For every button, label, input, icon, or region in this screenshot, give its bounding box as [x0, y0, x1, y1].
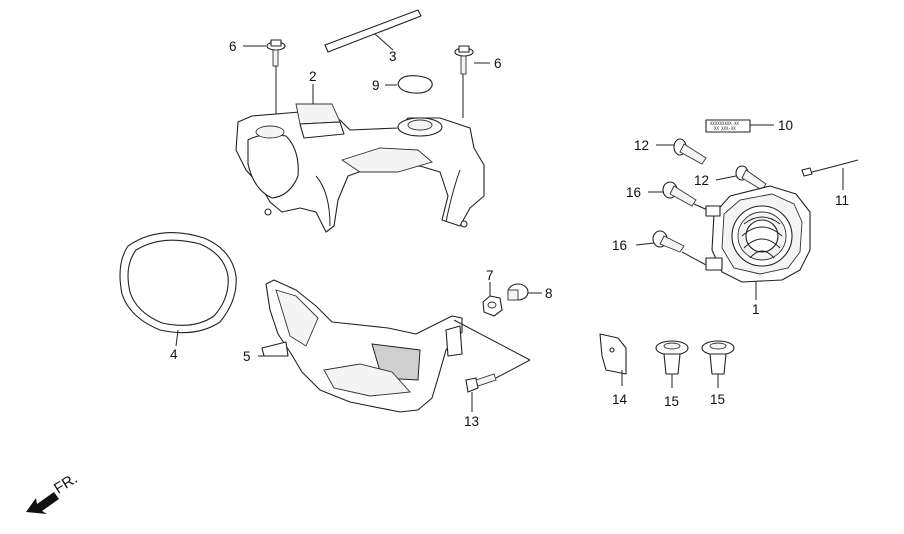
- front-arrow-icon: [26, 492, 59, 514]
- callout-16-bottom: 16: [612, 238, 627, 253]
- part-3-strip: [324, 9, 422, 53]
- part-12-screw-mid: [715, 165, 767, 191]
- callout-8: 8: [545, 286, 553, 301]
- svg-text:XXXXXXXXX XX: XXXXXXXXX XX: [710, 121, 739, 126]
- callout-6-right: 6: [494, 56, 502, 71]
- part-6-bolt-left: [243, 39, 286, 120]
- part-1-fan-assembly: [705, 185, 811, 300]
- callout-7: 7: [486, 268, 494, 283]
- callout-12-mid: 12: [694, 173, 709, 188]
- part-7-nut: [482, 282, 503, 317]
- callout-14: 14: [612, 392, 628, 407]
- part-15-clip-right: [701, 340, 735, 388]
- part-13-bolt: [453, 319, 531, 412]
- svg-text:XX XXX-XX: XX XXX-XX: [714, 126, 736, 131]
- callout-16-top: 16: [626, 185, 641, 200]
- part-6-bolt-right: [454, 45, 490, 118]
- part-8-collar: [507, 283, 542, 301]
- front-direction-indicator: FR.: [26, 470, 81, 514]
- callout-3: 3: [389, 49, 397, 64]
- part-10-label: XXXXXXXXX XX XX XXX-XX: [705, 119, 774, 133]
- part-16-screw-bottom: [635, 230, 709, 267]
- callout-15-right: 15: [710, 392, 725, 407]
- callout-9: 9: [372, 78, 380, 93]
- part-9-grommet: [385, 75, 433, 94]
- part-11-clamp: [801, 159, 859, 190]
- part-2-upper-case: [235, 84, 485, 233]
- callout-12-top: 12: [634, 138, 649, 153]
- callout-4: 4: [170, 347, 178, 362]
- part-4-gasket: [119, 232, 237, 347]
- callout-1: 1: [752, 302, 760, 317]
- part-5-lower-case: [258, 279, 463, 413]
- callout-6-left: 6: [229, 39, 237, 54]
- callout-11: 11: [835, 193, 849, 208]
- part-14-bracket: [599, 333, 627, 386]
- callout-15-left: 15: [664, 394, 679, 409]
- callout-10: 10: [778, 118, 793, 133]
- callout-2: 2: [309, 69, 317, 84]
- callout-5: 5: [243, 349, 251, 364]
- callout-13: 13: [464, 414, 479, 429]
- front-label: FR.: [51, 470, 81, 497]
- part-15-clip-left: [655, 340, 689, 388]
- part-12-screw-top: [656, 138, 707, 165]
